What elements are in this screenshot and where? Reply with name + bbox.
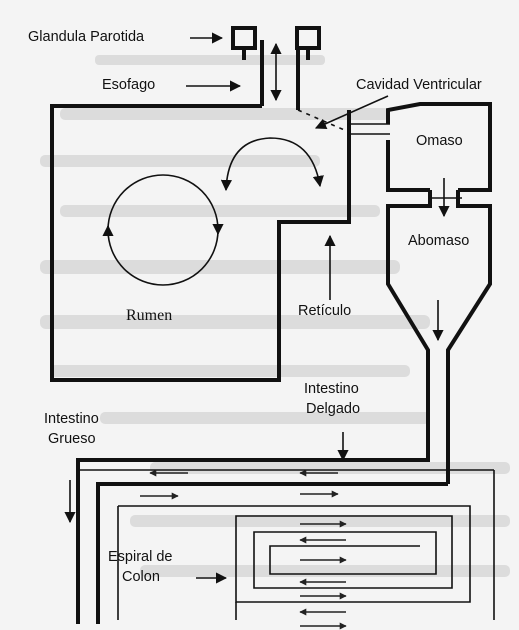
omasum-wall: [386, 102, 492, 192]
label-intestino-delgado-line2: Delgado: [306, 401, 361, 417]
label-esofago: Esofago: [102, 77, 156, 93]
spiral-colon-coil: [118, 505, 471, 603]
ventricular-groove-dashed: [297, 109, 350, 133]
label-abomaso: Abomaso: [408, 233, 470, 249]
label-intestino-grueso-line2: Grueso: [48, 431, 96, 447]
parotid-gland-right: [295, 26, 321, 50]
cavidad-pointer-arrow: [314, 95, 389, 130]
label-intestino-delgado-line1: Intestino: [304, 381, 359, 397]
large-intestine-wall: [96, 482, 448, 624]
label-omaso: Omaso: [416, 133, 463, 149]
abomasum-wall-right: [446, 190, 492, 484]
reticulum-mixing-arrow: [220, 137, 324, 192]
label-reticulo: Retículo: [298, 303, 352, 319]
rumen-circulation: [107, 174, 219, 286]
abomasum-wall-left: [76, 190, 432, 624]
label-glandula-parotida: Glandula Parotida: [28, 29, 145, 45]
label-colon: Colon: [122, 569, 160, 585]
label-espiral-de: Espiral de: [108, 549, 173, 565]
rumen-wall: [50, 104, 351, 382]
label-rumen: Rumen: [126, 307, 173, 324]
label-cavidad-ventricular: Cavidad Ventricular: [356, 77, 482, 93]
parotid-gland-left: [231, 26, 257, 50]
label-intestino-grueso-line1: Intestino: [44, 411, 99, 427]
